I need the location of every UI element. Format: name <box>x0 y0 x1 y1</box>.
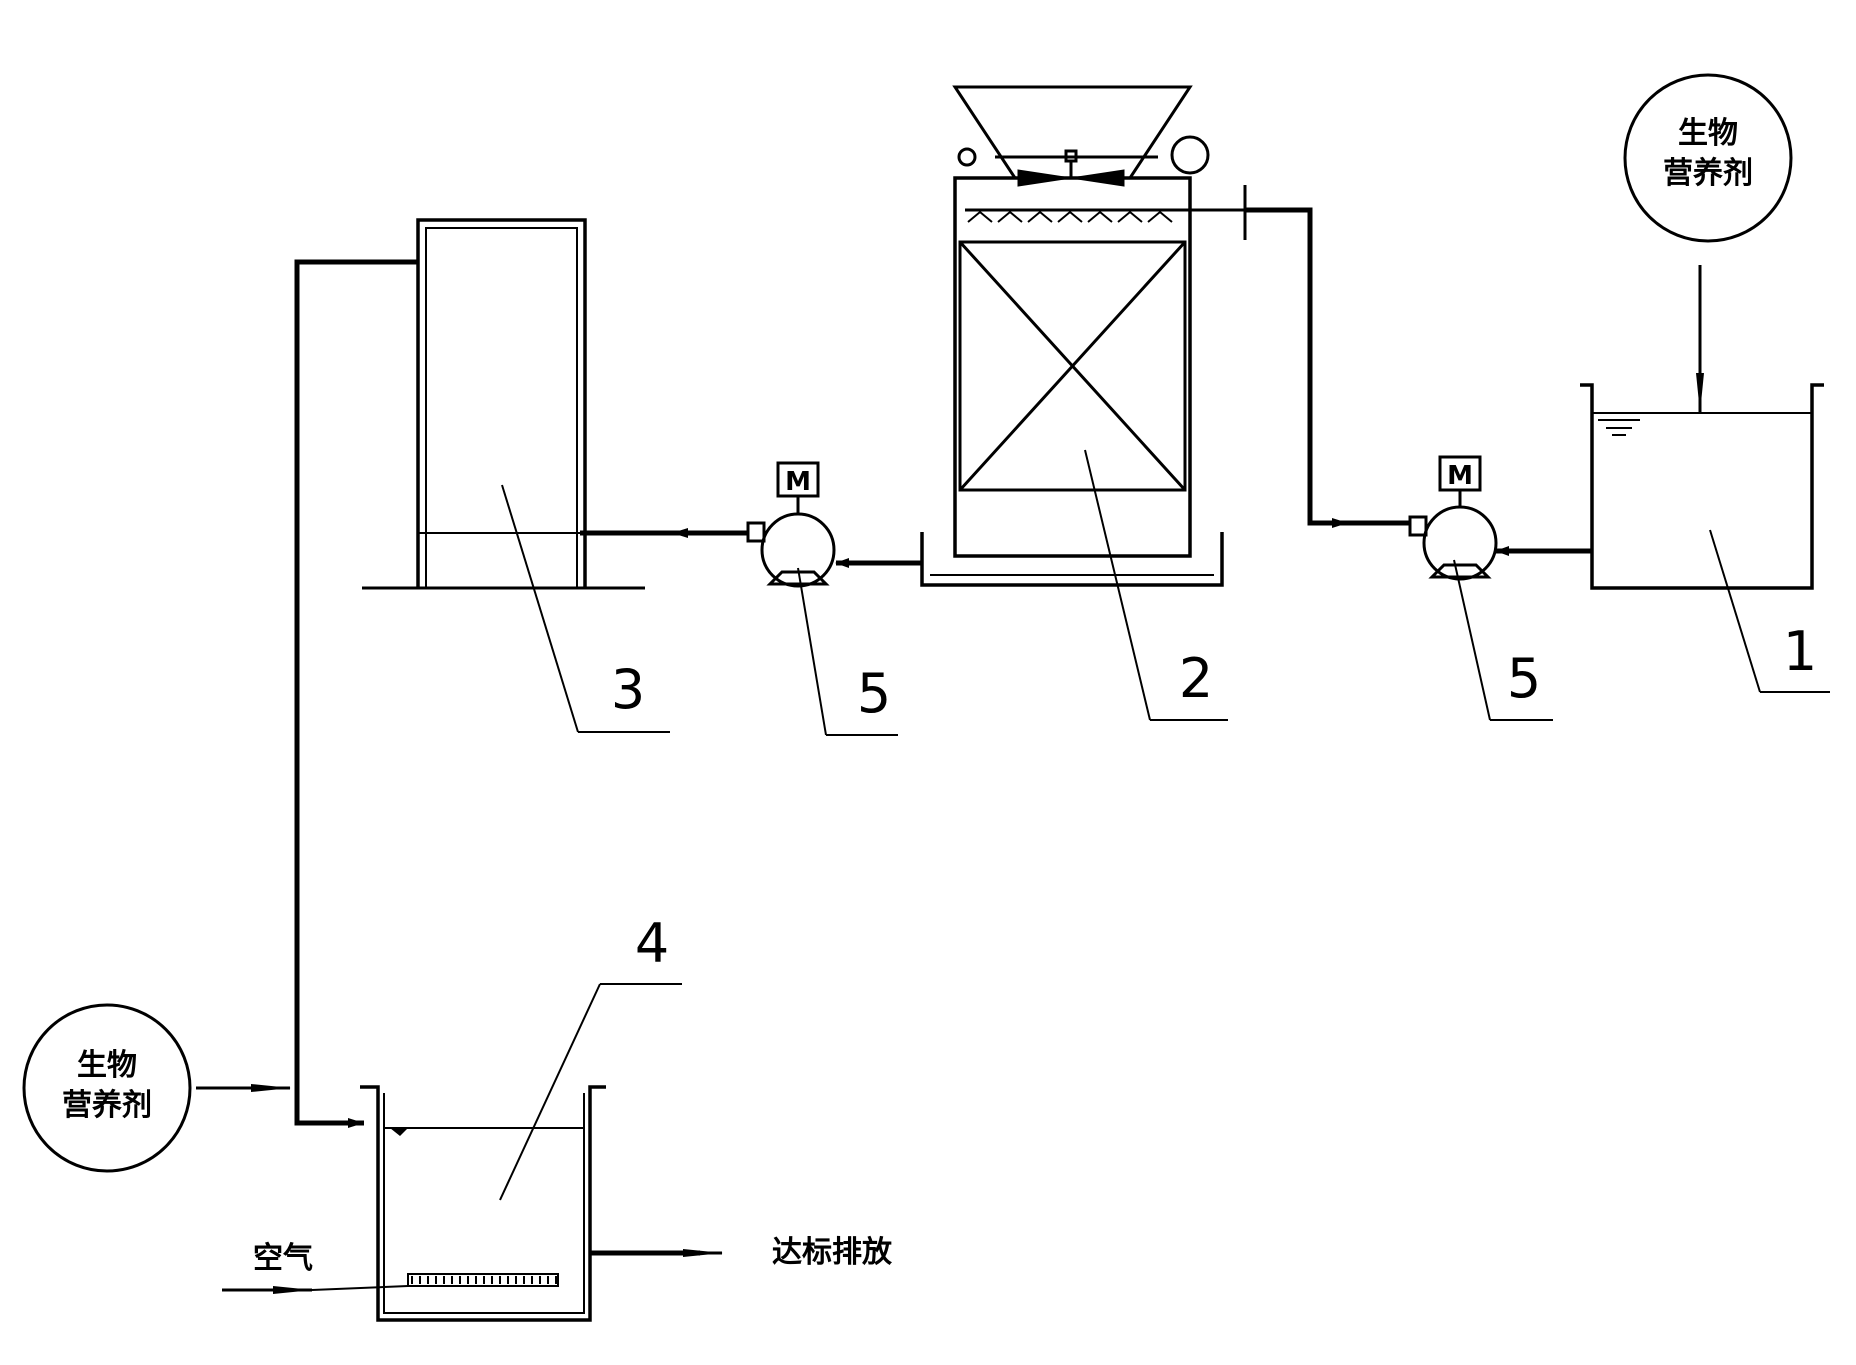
motor-right-label: M <box>1447 461 1473 491</box>
discharge-label: 达标排放 <box>772 1235 893 1270</box>
equipment-4-label: 4 <box>635 912 669 975</box>
nutrient-left: 生物 营养剂 <box>22 1003 291 1173</box>
equipment-3-label: 3 <box>611 658 645 721</box>
equipment-1-label: 1 <box>1783 620 1817 683</box>
nutrient-top: 生物 营养剂 <box>1623 73 1793 413</box>
tower-2: 2 <box>920 85 1245 721</box>
air-label: 空气 <box>253 1241 313 1276</box>
pump-right: M 5 <box>1408 455 1553 721</box>
tank-1: 1 <box>1580 383 1830 693</box>
motor-left-label: M <box>785 467 811 497</box>
nutrient-top-line1: 生物 <box>1678 116 1738 151</box>
tank-4: 4 <box>360 912 682 1322</box>
air-diffuser <box>407 1273 559 1287</box>
nutrient-top-line2: 营养剂 <box>1663 156 1753 191</box>
pump-left: M 5 <box>746 461 898 736</box>
tank-3: 3 <box>362 218 670 733</box>
nutrient-left-line2: 营养剂 <box>62 1088 152 1123</box>
nutrient-left-line1: 生物 <box>77 1048 137 1083</box>
pump-right-label: 5 <box>1507 647 1541 710</box>
equipment-2-label: 2 <box>1179 647 1213 710</box>
pump-left-label: 5 <box>857 662 891 725</box>
water-level-icon <box>1598 419 1640 436</box>
